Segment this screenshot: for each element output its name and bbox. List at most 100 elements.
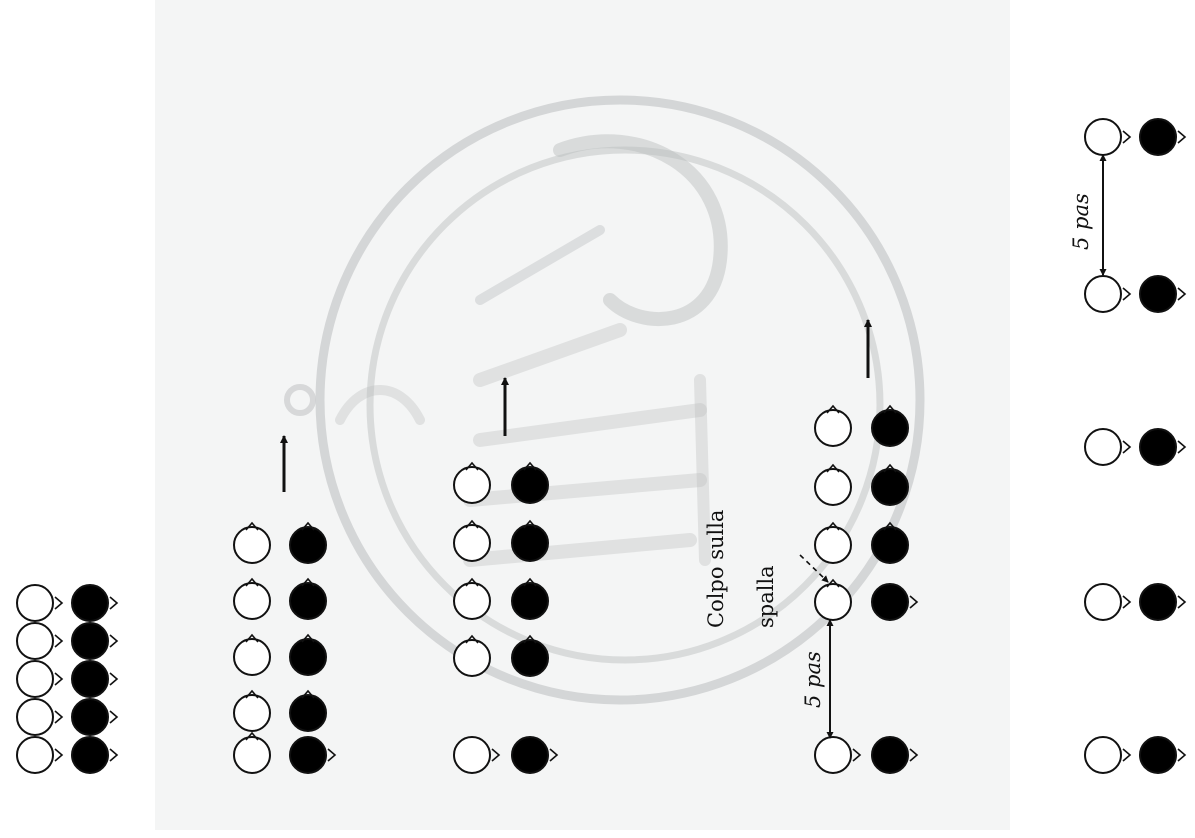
open-figure [814,468,852,506]
filled-figure [1139,275,1177,313]
formation-column-2 [453,461,559,774]
filled-figure [289,526,327,564]
facing-chevron [883,521,897,531]
open-figure [1084,583,1122,621]
formation-column-1 [233,521,337,774]
filled-figure [1139,583,1177,621]
facing-chevron [826,578,840,588]
open-figure [16,584,54,622]
filled-figure [871,468,909,506]
filled-figure [511,736,549,774]
seal-watermark [284,95,925,705]
facing-chevron [1122,440,1132,454]
distance-label-middle: 5 pas [801,651,825,708]
facing-chevron [301,633,315,643]
facing-chevron [54,710,64,724]
open-figure [814,736,852,774]
open-figure [233,736,271,774]
open-figure [1084,275,1122,313]
open-figure [453,466,491,504]
facing-chevron [465,634,479,644]
filled-figure [71,698,109,736]
open-figure [814,526,852,564]
colpo-pointer [799,554,829,583]
facing-chevron [245,689,259,699]
facing-chevron [301,577,315,587]
filled-figure [511,466,549,504]
open-figure [814,583,852,621]
filled-figure [1139,428,1177,466]
facing-chevron [826,521,840,531]
facing-chevron [852,748,862,762]
facing-chevron [1177,440,1187,454]
distance-label-right: 5 pas [1069,193,1093,250]
filled-figure [289,582,327,620]
facing-chevron [465,577,479,587]
facing-chevron [465,519,479,529]
facing-chevron [54,672,64,686]
filled-figure [871,526,909,564]
facing-chevron [54,596,64,610]
filled-figure [289,736,327,774]
filled-figure [871,409,909,447]
facing-chevron [1177,287,1187,301]
facing-chevron [109,748,119,762]
open-figure [453,582,491,620]
filled-figure [871,583,909,621]
open-figure [1084,118,1122,156]
filled-figure [511,524,549,562]
filled-figure [1139,736,1177,774]
facing-chevron [109,710,119,724]
facing-chevron [109,596,119,610]
filled-figure [289,638,327,676]
open-figure [814,409,852,447]
filled-figure [511,582,549,620]
facing-chevron [523,577,537,587]
facing-chevron [245,521,259,531]
facing-chevron [883,463,897,473]
facing-chevron [327,748,337,762]
facing-chevron [826,404,840,414]
facing-chevron [1177,748,1187,762]
facing-chevron [523,519,537,529]
open-figure [1084,428,1122,466]
facing-chevron [491,748,501,762]
open-figure [233,694,271,732]
facing-chevron [1122,595,1132,609]
facing-chevron [109,634,119,648]
facing-chevron [245,731,259,741]
facing-chevron [1177,595,1187,609]
open-figure [1084,736,1122,774]
open-figure [233,526,271,564]
facing-chevron [523,634,537,644]
facing-chevron [909,595,919,609]
facing-chevron [523,461,537,471]
colpo-label-line2: spalla [754,565,778,628]
open-figure [453,639,491,677]
filled-figure [71,584,109,622]
open-figure [16,736,54,774]
filled-figure [871,736,909,774]
facing-chevron [909,748,919,762]
facing-chevron [54,634,64,648]
open-figure [16,698,54,736]
colpo-label-line1: Colpo sulla [704,510,728,628]
open-figure [453,736,491,774]
facing-chevron [1122,130,1132,144]
filled-figure [71,736,109,774]
facing-chevron [109,672,119,686]
facing-chevron [1122,287,1132,301]
facing-chevron [301,689,315,699]
filled-figure [1139,118,1177,156]
formation-right-pairs [1084,118,1187,774]
facing-chevron [465,461,479,471]
open-figure [16,622,54,660]
facing-chevron [245,577,259,587]
formation-left-block [16,584,119,774]
open-figure [16,660,54,698]
facing-chevron [54,748,64,762]
filled-figure [71,660,109,698]
facing-chevron [549,748,559,762]
formation-column-3 [814,404,919,774]
